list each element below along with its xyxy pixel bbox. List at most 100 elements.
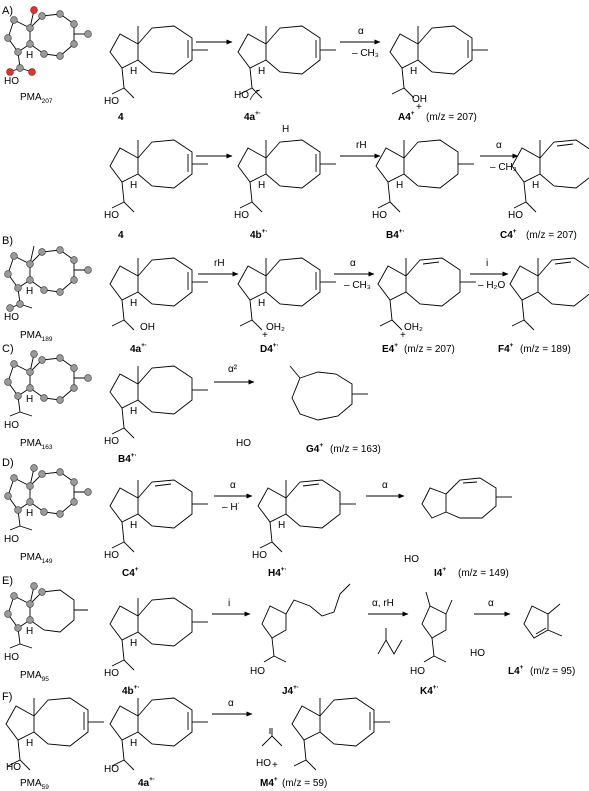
- compound-B4-label: B4+·: [386, 228, 405, 241]
- compound-4-label: 4: [118, 112, 124, 123]
- mz-label: (m/z = 189): [520, 344, 571, 355]
- i-label: i: [486, 258, 488, 269]
- ho-label: HO: [104, 668, 119, 679]
- alpha-label: α: [496, 140, 502, 151]
- compound-J4-label: J4+·: [282, 684, 299, 697]
- loss-label: – CH₃: [490, 162, 517, 173]
- isoprene-fragment: [377, 628, 403, 655]
- compound-4b-label: 4b+·: [250, 228, 268, 241]
- h-label: H: [396, 180, 403, 191]
- alpha-label: α: [382, 480, 388, 491]
- structure-4b: [109, 597, 209, 671]
- mz-label: (m/z = 95): [530, 666, 575, 677]
- pma149-ball-stick: [4, 464, 92, 531]
- compound-M4-label: M4+: [260, 776, 278, 789]
- ho-label: HO: [252, 550, 267, 561]
- charge: +: [416, 102, 422, 113]
- structure-J4: [261, 583, 351, 663]
- pma95-label: PMA95: [20, 670, 49, 683]
- oh-label: OH: [140, 322, 155, 333]
- structure-D4: [238, 258, 336, 330]
- compound-4a-label: 4a+·: [130, 342, 147, 355]
- h-label: H: [410, 66, 417, 77]
- h-label: H: [130, 638, 137, 649]
- mz-label: (m/z = 59): [282, 778, 327, 789]
- alpha-label: α: [230, 480, 236, 491]
- ho-label: HO: [372, 210, 387, 221]
- ho-label: HO: [104, 436, 119, 447]
- compound-B4-label: B4+·: [118, 452, 137, 465]
- compound-C4-label: C4+: [122, 566, 139, 579]
- section-f-label: F): [2, 691, 12, 703]
- compound-G4-label: G4+: [306, 442, 323, 455]
- alpha-label: α: [358, 26, 364, 37]
- h-label: H: [258, 180, 265, 191]
- ho-label: HO: [4, 652, 19, 663]
- structure-4b: [238, 140, 336, 212]
- oh2-label: OH₂: [266, 322, 285, 333]
- structure-C4: [110, 480, 208, 552]
- ho-label: HO: [250, 666, 265, 677]
- structure-H4: [258, 480, 356, 552]
- charge: +: [400, 330, 406, 341]
- alpha-label: α: [228, 698, 234, 709]
- h-label: H: [130, 298, 137, 309]
- compound-H4-label: H4+·: [268, 566, 287, 579]
- h-label: H: [130, 520, 137, 531]
- compound-4-label: 4: [118, 230, 124, 241]
- structure-I4: [421, 477, 512, 519]
- ho-label: HO: [410, 666, 425, 677]
- compound-D4-label: D4+·: [260, 342, 279, 355]
- h-label: H: [26, 286, 33, 297]
- compound-4a-label: 4a+·: [138, 776, 155, 789]
- pma95-ball-stick: [4, 582, 88, 649]
- ho-label: HO: [470, 648, 485, 659]
- structure-F4: [510, 258, 589, 330]
- ho-label: HO: [104, 96, 119, 107]
- ho-label: HO: [104, 550, 119, 561]
- ho-label: HO: [508, 210, 523, 221]
- h-label: H: [278, 520, 285, 531]
- h-label: H: [26, 50, 33, 61]
- compound-4b-label: 4b+·: [122, 684, 140, 697]
- structure-B4: [109, 365, 209, 439]
- section-b-label: B): [2, 235, 13, 247]
- ho-label: HO: [104, 210, 119, 221]
- ho-label: HO: [236, 438, 251, 449]
- ho-label: HO: [104, 764, 119, 775]
- section-e-label: E): [2, 575, 13, 587]
- structure-E4: [378, 258, 476, 330]
- mz-label: (m/z = 207): [426, 112, 477, 123]
- alpha-label: α: [488, 598, 494, 609]
- compound-I4-label: I4+: [434, 566, 446, 579]
- compound-E4-label: E4+: [382, 342, 398, 355]
- alpha-rh-label: α, rH: [372, 598, 394, 609]
- section-d-label: D): [2, 457, 14, 469]
- structure-pma59: [6, 698, 104, 770]
- ho-label: HO: [234, 90, 249, 101]
- h-label: H: [26, 508, 33, 519]
- h-label: H: [26, 738, 33, 749]
- mz-label: (m/z = 163): [330, 444, 381, 455]
- alpha2-label: α²: [228, 364, 238, 375]
- pma189-label: PMA189: [20, 330, 53, 343]
- section-a-label: A): [2, 5, 13, 17]
- oh2-label: OH₂: [404, 322, 423, 333]
- ho-label: HO: [4, 76, 19, 87]
- charge: +: [272, 760, 278, 771]
- charge: +: [262, 330, 268, 341]
- structure-L4: [523, 603, 563, 639]
- pma163-label: PMA163: [20, 438, 53, 451]
- oh-label: OH: [412, 94, 427, 105]
- rh-label: rH: [356, 140, 367, 151]
- mz-label: (m/z = 207): [404, 344, 455, 355]
- ho-label: HO: [234, 210, 249, 221]
- compound-A4-label: A4+: [398, 110, 415, 123]
- rh-label: rH: [214, 258, 225, 269]
- h-label: H: [532, 180, 539, 191]
- ho-label: HO: [256, 758, 271, 769]
- ho-label: HO: [6, 762, 21, 773]
- mz-label: (m/z = 207): [526, 230, 577, 241]
- structure-4: [110, 26, 208, 98]
- pma207-label: PMA207: [20, 92, 53, 105]
